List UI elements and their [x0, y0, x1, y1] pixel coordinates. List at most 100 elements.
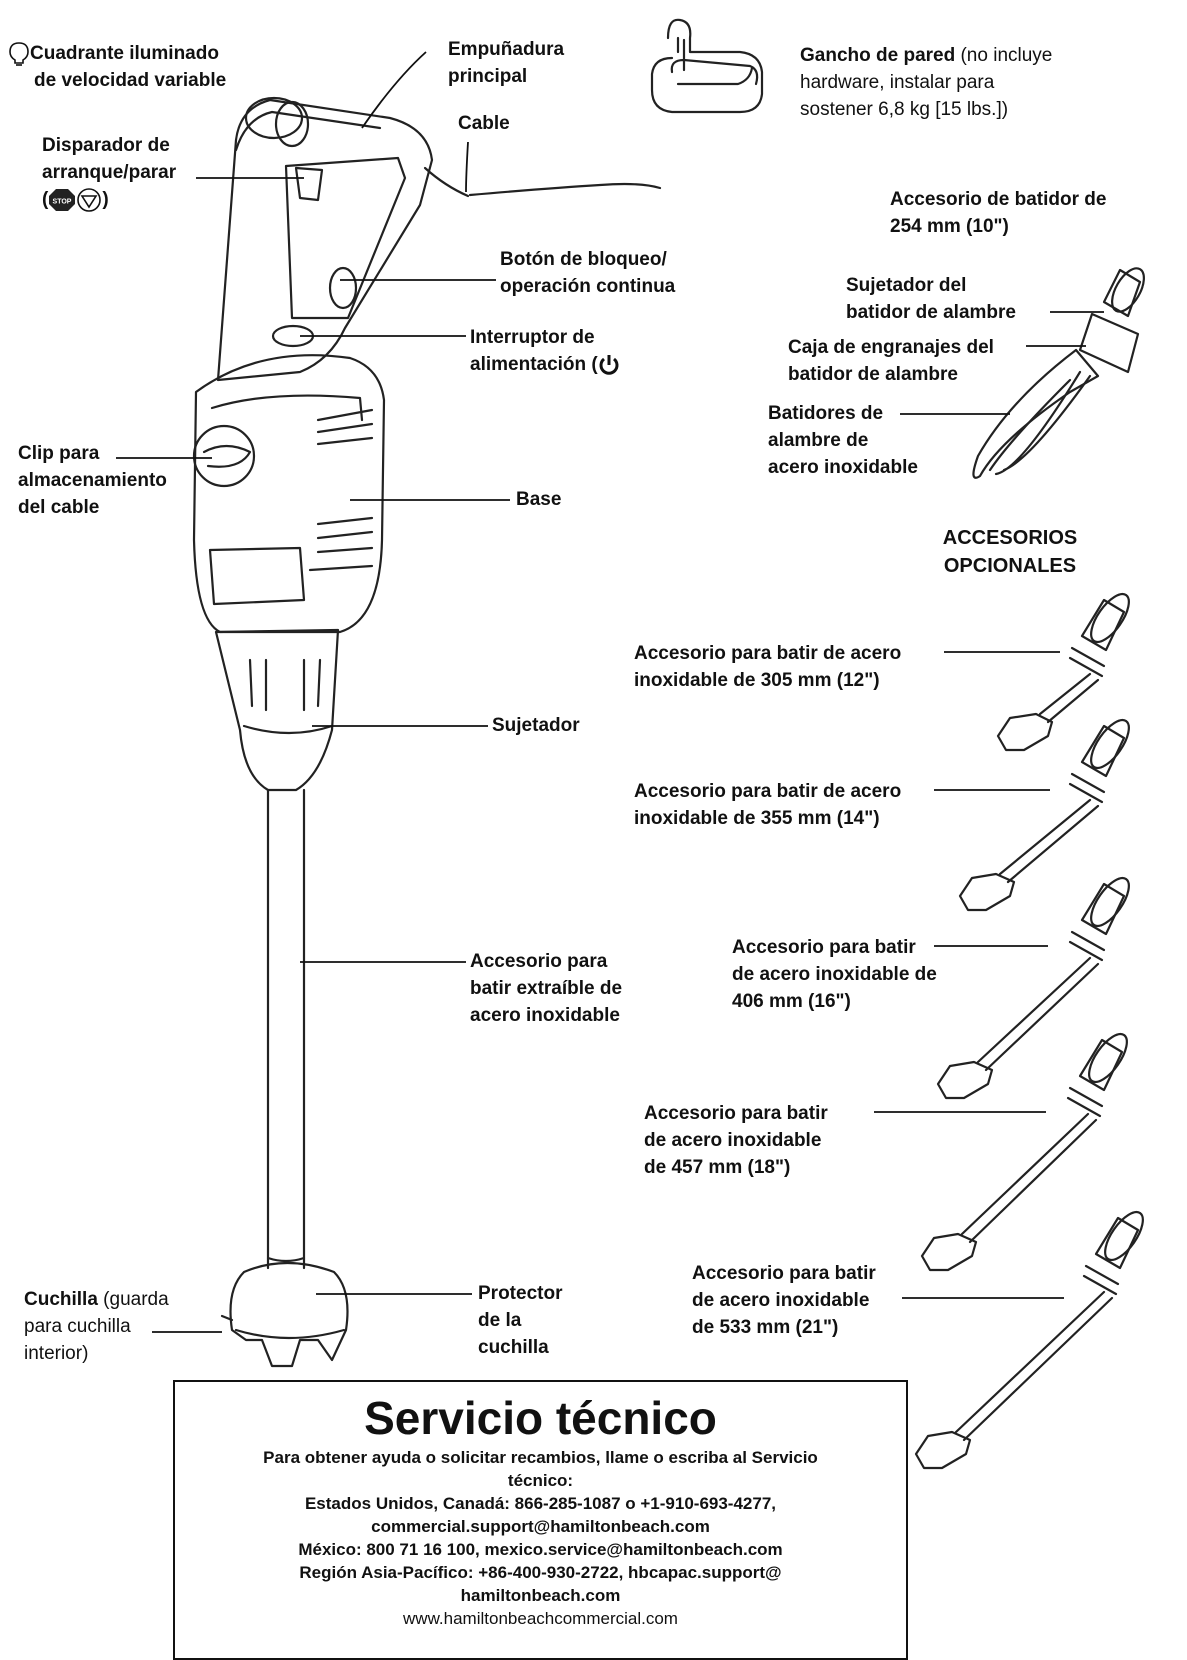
label-boton-line2: operación continua [500, 276, 676, 297]
label-batidores-line3: acero inoxidable [768, 457, 918, 478]
label-protector-line2: de la [478, 1310, 522, 1331]
label-gancho-line3: sostener 6,8 kg [15 lbs.]) [800, 99, 1009, 120]
label-interruptor-line1: Interruptor de [470, 327, 595, 348]
label-sujetador-batidor-line2: batidor de alambre [846, 302, 1016, 323]
blender-shaft [266, 788, 306, 1270]
label-sujetador: Sujetador [492, 712, 580, 739]
label-interruptor-line2: alimentación ( [470, 354, 598, 375]
label-interruptor: Interruptor de alimentación ( [470, 324, 620, 378]
label-acc305-line1: Accesorio para batir de acero [634, 643, 902, 664]
label-batidor-line2: 254 mm (10") [890, 216, 1009, 237]
label-cable-text: Cable [458, 113, 510, 134]
heading-accesorios-line2: OPCIONALES [943, 555, 1077, 577]
label-cuchilla: Cuchilla (guarda para cuchilla interior) [24, 1286, 169, 1367]
label-sujetador-batidor-line1: Sujetador del [846, 275, 967, 296]
label-base: Base [516, 486, 561, 513]
label-batidor-line1: Accesorio de batidor de [890, 189, 1107, 210]
label-caja: Caja de engranajes del batidor de alambr… [788, 334, 994, 388]
service-line-1: Para obtener ayuda o solicitar recambios… [263, 1448, 818, 1467]
label-acc533-line2: de acero inoxidable [692, 1290, 870, 1311]
service-box: Servicio técnico Para obtener ayuda o so… [173, 1380, 908, 1660]
service-line-2: técnico: [507, 1471, 574, 1490]
label-acc406: Accesorio para batir de acero inoxidable… [732, 934, 937, 1015]
label-gancho: Gancho de pared (no incluye hardware, in… [800, 42, 1052, 123]
label-accesorio-line3: acero inoxidable [470, 1005, 620, 1026]
service-line-3: Estados Unidos, Canadá: 866-285-1087 o +… [304, 1494, 777, 1513]
label-cuchilla-line3: interior) [24, 1343, 89, 1364]
label-sujetador-text: Sujetador [492, 715, 580, 736]
attachment-305 [996, 592, 1130, 752]
label-acc533: Accesorio para batir de acero inoxidable… [692, 1260, 876, 1341]
service-line-5: México: 800 71 16 100, mexico.service@ha… [298, 1540, 783, 1559]
label-batidores-line2: alambre de [768, 430, 869, 451]
label-protector-line3: cuchilla [478, 1337, 549, 1358]
label-gancho-rest1: (no incluye [955, 45, 1053, 66]
attachment-457 [920, 1032, 1128, 1272]
stop-icon: STOP [49, 188, 76, 211]
label-disparador: Disparador de arranque/parar ( STOP ) [42, 135, 177, 212]
label-caja-line1: Caja de engranajes del [788, 337, 994, 358]
label-sujetador-batidor: Sujetador del batidor de alambre [846, 272, 1016, 326]
label-batidores-line1: Batidores de [768, 403, 884, 424]
label-acc406-line3: 406 mm (16") [732, 991, 851, 1012]
label-batidores: Batidores de alambre de acero inoxidable [768, 400, 918, 481]
whisk-attachment [972, 267, 1145, 479]
label-disparador-line2: arranque/parar [42, 162, 177, 183]
wall-hook [650, 18, 764, 114]
label-acc355-line1: Accesorio para batir de acero [634, 781, 902, 802]
blender-blade-guard [220, 1261, 349, 1368]
label-acc457-line2: de acero inoxidable [644, 1130, 822, 1151]
label-acc533-line3: de 533 mm (21") [692, 1317, 839, 1338]
label-caja-line2: batidor de alambre [788, 364, 958, 385]
label-cuadrante-line1: Cuadrante iluminado [30, 43, 219, 64]
label-clip-line3: del cable [18, 497, 100, 518]
blender-base [192, 354, 386, 634]
label-cuchilla-line2: para cuchilla [24, 1316, 131, 1337]
label-cuadrante: Cuadrante iluminado de velocidad variabl… [8, 40, 226, 94]
light-bulb-icon [9, 42, 29, 66]
label-cuchilla-bold: Cuchilla [24, 1289, 98, 1310]
label-boton: Botón de bloqueo/ operación continua [500, 246, 675, 300]
label-acc406-line2: de acero inoxidable de [732, 964, 937, 985]
leader-lines [116, 51, 1104, 1333]
label-acc533-line1: Accesorio para batir [692, 1263, 876, 1284]
label-boton-line1: Botón de bloqueo/ [500, 249, 667, 270]
label-acc355: Accesorio para batir de acero inoxidable… [634, 778, 901, 832]
attachment-406 [936, 876, 1130, 1100]
service-line-6: Región Asia-Pacífico: +86-400-930-2722, … [299, 1563, 782, 1582]
label-acc406-line1: Accesorio para batir [732, 937, 916, 958]
label-acc457: Accesorio para batir de acero inoxidable… [644, 1100, 828, 1181]
heading-accesorios-line1: ACCESORIOS [942, 527, 1078, 549]
label-acc305: Accesorio para batir de acero inoxidable… [634, 640, 901, 694]
label-acc457-line3: de 457 mm (18") [644, 1157, 791, 1178]
label-gancho-line2: hardware, instalar para [800, 72, 995, 93]
attachment-355 [958, 718, 1130, 912]
label-acc457-line1: Accesorio para batir [644, 1103, 828, 1124]
blender-grip [214, 628, 340, 792]
label-protector-line1: Protector [478, 1283, 563, 1304]
label-acc355-line2: inoxidable de 355 mm (14") [634, 808, 880, 829]
label-empunadura-line1: Empuñadura [448, 39, 565, 60]
label-disparador-line1: Disparador de [42, 135, 170, 156]
label-base-text: Base [516, 489, 562, 510]
service-line-7: hamiltonbeach.com [460, 1586, 621, 1605]
label-protector: Protector de la cuchilla [478, 1280, 562, 1361]
label-clip-line1: Clip para [18, 443, 100, 464]
attachment-533 [914, 1210, 1144, 1470]
label-clip-line2: almacenamiento [18, 470, 167, 491]
triangle-stop-icon [77, 188, 102, 212]
stop-icon-text: STOP [53, 198, 72, 205]
label-empunadura: Empuñadura principal [448, 36, 564, 90]
label-batidor: Accesorio de batidor de 254 mm (10") [890, 186, 1106, 240]
service-website: www.hamiltonbeachcommercial.com [403, 1609, 678, 1628]
label-acc305-line2: inoxidable de 305 mm (12") [634, 670, 880, 691]
label-accesorio-line2: batir extraíble de [470, 978, 623, 999]
label-accesorio-line1: Accesorio para [470, 951, 608, 972]
heading-accesorios-opcionales: ACCESORIOS OPCIONALES [880, 524, 1140, 580]
label-cuchilla-rest1: (guarda [97, 1289, 169, 1310]
label-clip: Clip para almacenamiento del cable [18, 440, 167, 521]
label-cable: Cable [458, 110, 510, 137]
label-gancho-bold: Gancho de pared [800, 45, 956, 66]
service-title: Servicio técnico [364, 1392, 717, 1444]
